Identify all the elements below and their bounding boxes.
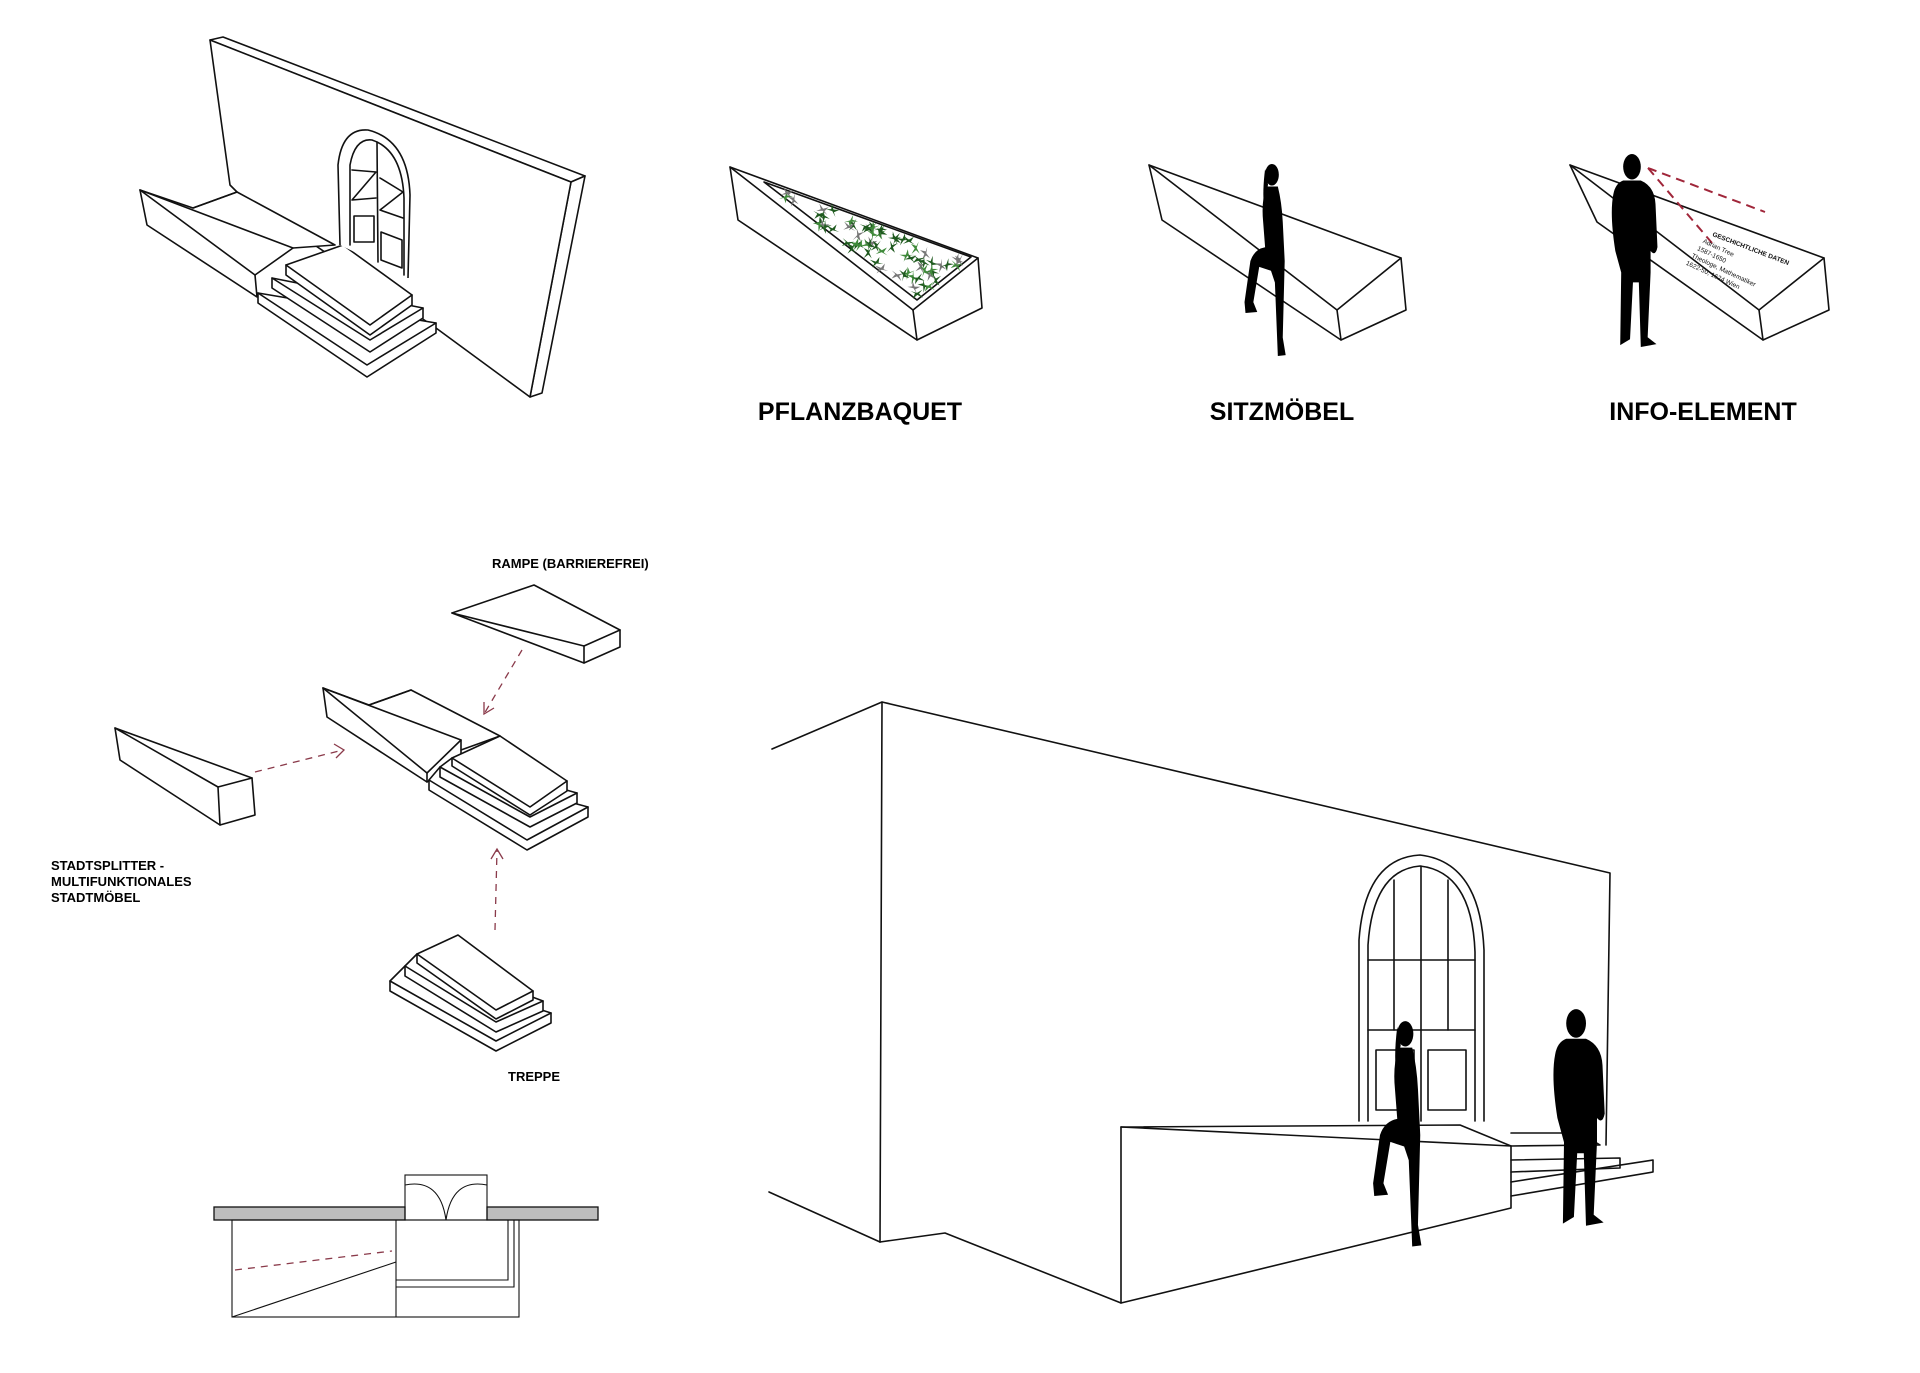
plant-leaf-icon: [875, 263, 889, 274]
plant-leaf-icon: [826, 224, 840, 234]
plant-leaf-icon: [843, 214, 858, 228]
plant-leaf-icon: [917, 278, 931, 293]
plant-leaf-icon: [919, 246, 931, 260]
label-rampe: RAMPE (BARRIEREFREI): [492, 556, 649, 571]
plant-leaf-icon: [865, 221, 880, 235]
plant-leaf-icon: [887, 231, 901, 245]
plant-leaf-icon: [875, 246, 888, 256]
plant-leaf-icon: [873, 223, 888, 236]
plant-leaf-icon: [906, 270, 919, 285]
plant-leaf-icon: [940, 258, 955, 272]
plant-leaf-icon: [935, 258, 947, 273]
plant-leaf-icon: [826, 203, 840, 218]
arched-door-icon: [337, 129, 411, 279]
stadtsplitter-wedge: [114, 727, 256, 826]
plant-leaf-icon: [910, 273, 925, 285]
arrow-stairs-to-assembly: [490, 847, 504, 931]
sightline-icon: [1647, 167, 1766, 213]
plant-leaf-icon: [787, 192, 799, 207]
sightline-icon: [1647, 167, 1713, 244]
plant-leaf-icon: [778, 190, 793, 204]
plant-foliage: [778, 187, 964, 299]
plant-leaf-icon: [860, 238, 874, 251]
label-info-element: INFO-ELEMENT: [1609, 398, 1797, 426]
label-line: STADTMÖBEL: [51, 890, 140, 905]
plant-leaf-icon: [915, 261, 926, 273]
plant-leaf-icon: [870, 240, 881, 253]
plant-leaf-icon: [780, 187, 794, 199]
perspective-view: [768, 701, 1654, 1304]
plant-leaf-icon: [816, 203, 829, 216]
plant-leaf-icon: [925, 255, 939, 270]
plant-leaf-icon: [896, 233, 911, 246]
plant-leaf-icon: [859, 222, 872, 232]
pflanzbaquet-element: [729, 166, 983, 341]
standing-man-silhouette-icon: [1553, 1009, 1605, 1226]
plant-leaf-icon: [863, 246, 872, 259]
plant-leaf-icon: [917, 255, 930, 270]
plant-leaf-icon: [926, 264, 940, 279]
wall-with-stadtsplitter-view: [139, 36, 586, 398]
sitzmoebel-element: [1148, 163, 1407, 357]
plant-leaf-icon: [931, 274, 942, 287]
plant-leaf-icon: [907, 280, 921, 295]
plant-leaf-icon: [950, 260, 963, 272]
plant-leaf-icon: [843, 221, 856, 232]
plant-leaf-icon: [866, 226, 879, 241]
plant-leaf-icon: [849, 237, 864, 250]
plant-leaf-icon: [891, 233, 901, 246]
plant-leaf-icon: [852, 228, 865, 242]
arrow-wedge-to-assembly: [254, 743, 346, 773]
plant-leaf-icon: [869, 256, 884, 268]
plant-leaf-icon: [919, 264, 930, 278]
plant-leaf-icon: [951, 253, 964, 268]
plant-leaf-icon: [910, 241, 920, 254]
label-treppe: TREPPE: [508, 1069, 560, 1084]
plant-leaf-icon: [910, 289, 923, 299]
plant-leaf-icon: [924, 263, 939, 277]
plant-leaf-icon: [902, 235, 915, 245]
plant-leaf-icon: [816, 218, 830, 232]
plant-leaf-icon: [876, 225, 888, 240]
plant-leaf-icon: [864, 237, 876, 252]
plant-leaf-icon: [904, 252, 917, 264]
plant-leaf-icon: [899, 249, 914, 262]
arrow-ramp-to-assembly: [483, 649, 523, 716]
plant-leaf-icon: [899, 268, 910, 282]
plant-leaf-icon: [886, 240, 898, 253]
plant-leaf-icon: [852, 239, 867, 252]
label-sitzmoebel: SITZMÖBEL: [1210, 397, 1354, 426]
plant-leaf-icon: [900, 266, 915, 280]
plant-leaf-icon: [813, 210, 826, 220]
label-line: MULTIFUNKTIONALES: [51, 874, 192, 889]
plant-leaf-icon: [818, 220, 832, 234]
info-element: GESCHICHTLICHE DATEN Adrian Tree 1587-16…: [1569, 153, 1830, 348]
assembled-unit: [322, 687, 589, 851]
arched-door-icon: [1358, 854, 1485, 1122]
label-line: STADTSPLITTER -: [51, 858, 164, 873]
plant-leaf-icon: [864, 236, 878, 249]
plant-leaf-icon: [923, 267, 936, 282]
plant-leaf-icon: [891, 270, 904, 282]
plant-leaf-icon: [841, 238, 855, 250]
treppe-piece: [389, 934, 552, 1052]
plant-leaf-icon: [817, 208, 830, 224]
section-drawing: [213, 1174, 599, 1318]
plant-leaf-icon: [874, 227, 887, 240]
plant-leaf-icon: [912, 254, 925, 266]
plant-leaf-icon: [921, 282, 935, 292]
label-stadtsplitter: STADTSPLITTER - MULTIFUNKTIONALES STADTM…: [51, 858, 192, 905]
ramp-piece: [451, 584, 621, 664]
label-pflanzbaquet: PFLANZBAQUET: [758, 398, 962, 426]
plant-leaf-icon: [813, 217, 826, 232]
